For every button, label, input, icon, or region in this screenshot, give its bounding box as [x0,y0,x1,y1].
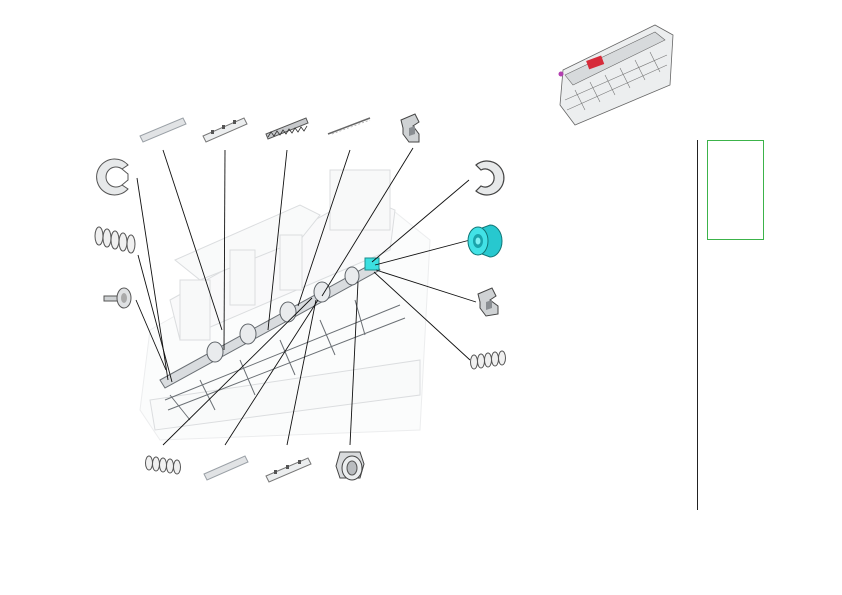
panel-divider [697,140,698,510]
shaft-icon[interactable] [139,117,187,143]
pin-icon[interactable] [103,287,132,309]
bushing-icon[interactable] [335,451,365,481]
spring-icon[interactable] [145,455,181,475]
spring-icon[interactable] [94,226,136,254]
assembly-ghost [139,169,431,441]
bracket-icon[interactable] [202,117,248,143]
selected-part-panel[interactable] [707,140,764,240]
leader-lines [135,147,477,446]
clip-icon[interactable] [400,113,420,143]
e-ring-icon[interactable] [96,158,129,196]
bracket-icon[interactable] [265,457,312,483]
spring-icon[interactable] [265,117,309,140]
spring-icon[interactable] [470,350,506,370]
main-roller-shaft [159,257,406,421]
overview-thumbnail[interactable] [555,10,680,135]
clip-icon[interactable] [477,287,499,317]
wire-icon[interactable] [327,117,371,135]
e-ring-icon[interactable] [475,160,505,196]
highlighted-roller-in-assembly [364,257,380,271]
roller-icon[interactable] [467,224,503,258]
shaft-icon[interactable] [203,455,249,481]
